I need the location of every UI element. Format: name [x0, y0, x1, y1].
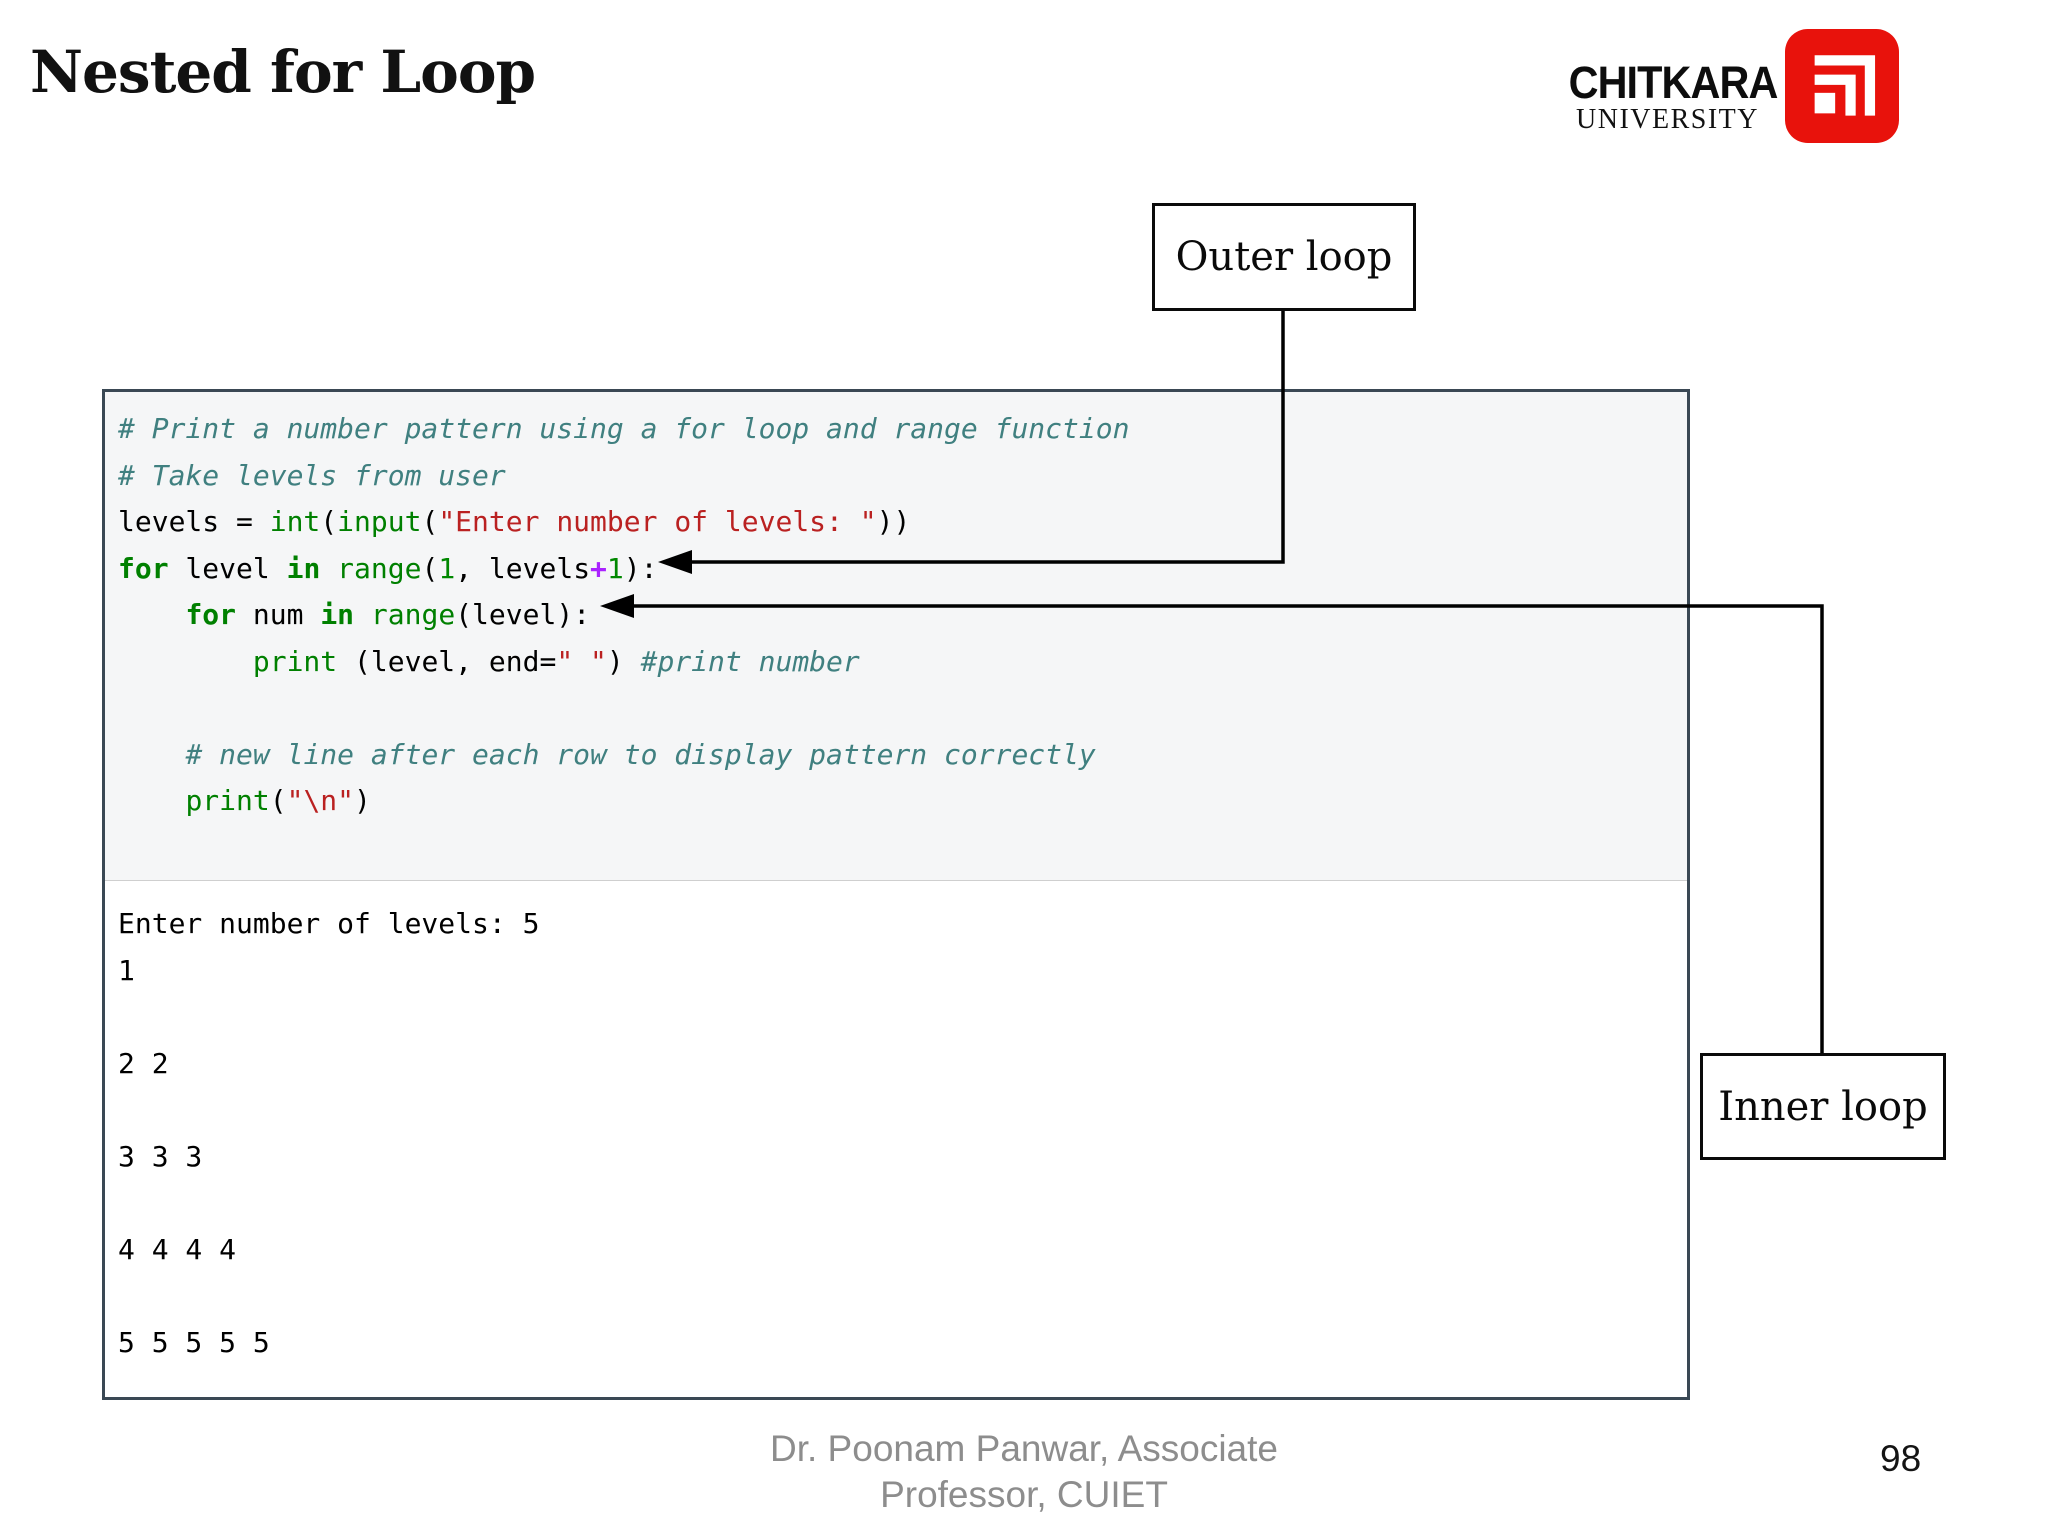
footer-credit: Dr. Poonam Panwar, Associate Professor, …: [0, 1426, 2048, 1519]
page-number: 98: [1880, 1438, 1922, 1479]
university-logo-subname: UNIVERSITY: [1576, 104, 1759, 135]
university-logo-name: CHITKARA: [1568, 57, 1779, 108]
footer-credit-line2: Professor, CUIET: [880, 1474, 1168, 1516]
output-line: 5 5 5 5 5: [118, 1325, 270, 1359]
inner-loop-label: Inner loop: [1718, 1083, 1928, 1130]
output-line: 4 4 4 4: [118, 1232, 237, 1266]
code-line: print (level, end=" ") #print number: [252, 644, 860, 678]
outer-loop-label-box: Outer loop: [1152, 203, 1416, 311]
outer-loop-label: Outer loop: [1175, 234, 1393, 280]
code-line: levels = int(input("Enter number of leve…: [118, 505, 911, 538]
chitkara-mark-icon: [1785, 28, 1899, 149]
code-line: for level in range(1, levels+1):: [118, 551, 658, 585]
code-line: # Print a number pattern using a for loo…: [118, 412, 1130, 445]
university-logo-text: CHITKARA UNIVERSITY: [1560, 57, 1779, 135]
output-line: Enter number of levels: 5: [118, 907, 540, 940]
output-line: 1: [118, 953, 135, 987]
university-logo: CHITKARA UNIVERSITY: [1560, 26, 1920, 146]
output-line: 3 3 3: [118, 1139, 203, 1173]
output-line: [118, 1273, 1671, 1320]
notebook-cell: # Print a number pattern using a for loo…: [102, 389, 1690, 1400]
output-line: [118, 1087, 1671, 1134]
code-line: for num in range(level):: [185, 598, 591, 631]
code-editor: # Print a number pattern using a for loo…: [105, 392, 1687, 881]
page-title: Nested for Loop: [30, 38, 536, 106]
output-line: [118, 1180, 1671, 1227]
code-output: Enter number of levels: 5 1 2 2 3 3 3 4 4…: [105, 881, 1687, 1366]
code-line: print("\n"): [185, 784, 371, 817]
inner-loop-label-box: Inner loop: [1700, 1053, 1946, 1160]
code-line: [118, 685, 1671, 732]
code-line: # new line after each row to display pat…: [185, 737, 1096, 771]
output-line: [118, 994, 1671, 1041]
code-line: # Take levels from user: [118, 458, 506, 492]
footer-credit-line1: Dr. Poonam Panwar, Associate: [770, 1428, 1278, 1469]
output-line: 2 2: [118, 1046, 169, 1080]
